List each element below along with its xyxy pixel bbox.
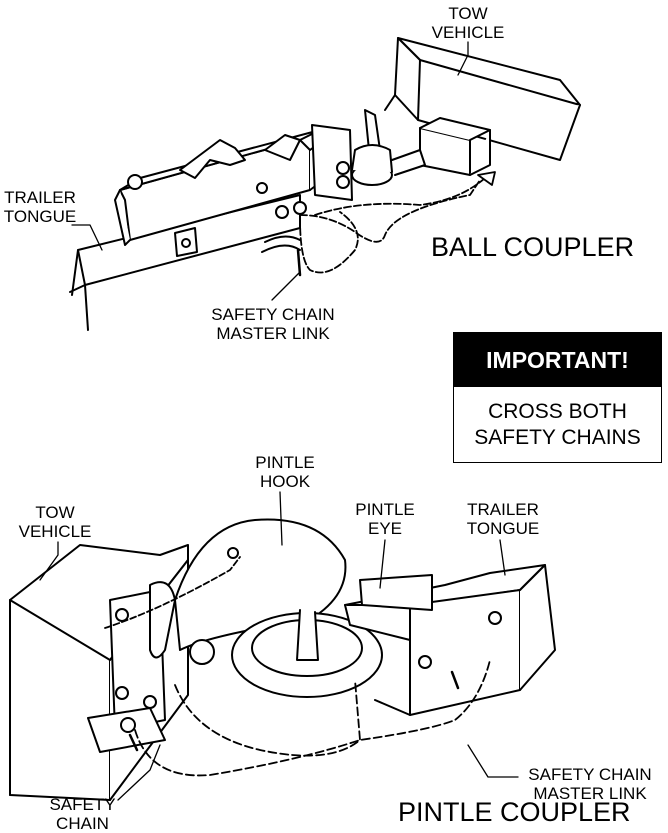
pintle-leader-lines [39,491,519,801]
ball-receiver [419,117,491,176]
important-body: CROSS BOTH SAFETY CHAINS [474,400,641,449]
ball-safety-chains [296,171,496,277]
pintle-coupler-drawing [9,491,556,801]
ball-hitch [351,144,426,186]
pintle-eye-label: PINTLE EYE [355,500,415,538]
ball-master-link-label: SAFETY CHAIN MASTER LINK [211,305,335,343]
pintle-coupler-title: PINTLE COUPLER [398,797,631,827]
ball-bracket [174,109,381,257]
ball-trailer-tongue-label: TRAILER TONGUE [3,188,77,226]
pintle-trailer-tongue-label: TRAILER TONGUE [466,500,540,538]
ball-tow-vehicle-label: TOW VEHICLE [431,4,505,42]
ball-leader-lines [71,41,469,301]
important-notice: IMPORTANT! CROSS BOTH SAFETY CHAINS [453,332,662,463]
ball-coupler-drawing [69,37,581,331]
pintle-tow-vehicle-label: TOW VEHICLE [18,503,92,541]
ball-tow-vehicle-beam [384,37,581,161]
ball-coupler-title: BALL COUPLER [431,232,635,262]
pintle-master-link-label: SAFETY CHAIN MASTER LINK [528,765,652,803]
pintle-hook-label: PINTLE HOOK [255,453,315,491]
pintle-eye-ring [231,609,383,698]
ball-latch-handle [179,134,301,179]
pintle-trailer-tongue [344,564,556,716]
pintle-safety-chain-label: SAFETY CHAIN [49,795,116,833]
pintle-safety-chains [104,556,491,777]
pintle-lower-plate [87,707,166,753]
important-heading: IMPORTANT! [454,333,661,387]
